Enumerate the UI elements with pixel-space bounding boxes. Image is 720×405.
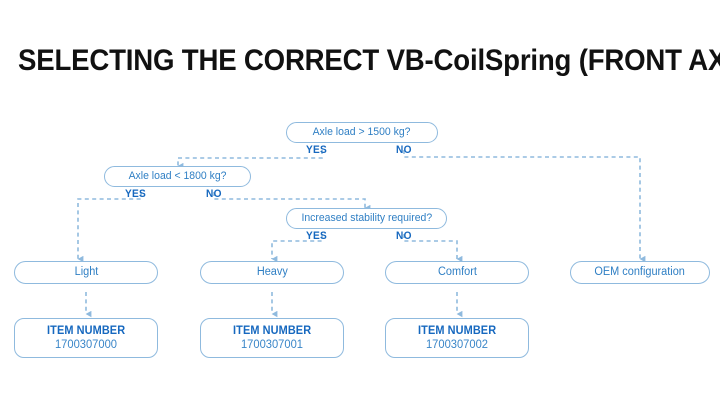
wire-d2-yes-to-light	[77, 192, 142, 263]
result-light-label: Light	[74, 266, 98, 278]
item-number-box-1[interactable]: ITEM NUMBER 1700307000	[14, 318, 158, 358]
page-title: SELECTING THE CORRECT VB-CoilSpring (FRO…	[18, 44, 720, 77]
decision-axle-load-1500[interactable]: Axle load > 1500 kg?	[286, 122, 438, 143]
decision-increased-stability[interactable]: Increased stability required?	[286, 208, 447, 229]
result-oem-configuration[interactable]: OEM configuration	[570, 261, 710, 284]
branch-label-d2-no: NO	[206, 188, 222, 200]
decision-axle-load-1500-label: Axle load > 1500 kg?	[313, 126, 411, 138]
result-comfort-label: Comfort	[437, 266, 477, 278]
wire-d1-no-to-oem	[403, 150, 646, 263]
item-number-value-3: 1700307002	[425, 339, 489, 351]
branch-label-d1-no: NO	[396, 144, 412, 156]
decision-axle-load-1800[interactable]: Axle load < 1800 kg?	[104, 166, 251, 187]
wire-d3-no-to-comfort	[403, 234, 463, 263]
result-light[interactable]: Light	[14, 261, 158, 284]
decision-axle-load-1800-label: Axle load < 1800 kg?	[128, 170, 227, 182]
item-number-value-1: 1700307000	[54, 339, 118, 351]
item-number-title-1: ITEM NUMBER	[46, 325, 126, 337]
branch-label-d1-yes: YES	[306, 144, 328, 156]
result-oem-configuration-label: OEM configuration	[594, 266, 686, 278]
wire-d1-yes-to-d2	[177, 150, 323, 170]
result-comfort[interactable]: Comfort	[385, 261, 529, 284]
wire-d2-no-to-d3	[213, 192, 371, 212]
result-heavy-label: Heavy	[256, 266, 288, 278]
result-heavy[interactable]: Heavy	[200, 261, 344, 284]
branch-label-d3-no: NO	[396, 230, 412, 242]
decision-increased-stability-label: Increased stability required?	[301, 212, 432, 224]
branch-label-d3-yes: YES	[306, 230, 328, 242]
item-number-value-2: 1700307001	[240, 339, 304, 351]
item-number-box-2[interactable]: ITEM NUMBER 1700307001	[200, 318, 344, 358]
item-number-box-3[interactable]: ITEM NUMBER 1700307002	[385, 318, 529, 358]
item-number-title-3: ITEM NUMBER	[417, 325, 497, 337]
item-number-title-2: ITEM NUMBER	[232, 325, 312, 337]
branch-label-d2-yes: YES	[125, 188, 147, 200]
